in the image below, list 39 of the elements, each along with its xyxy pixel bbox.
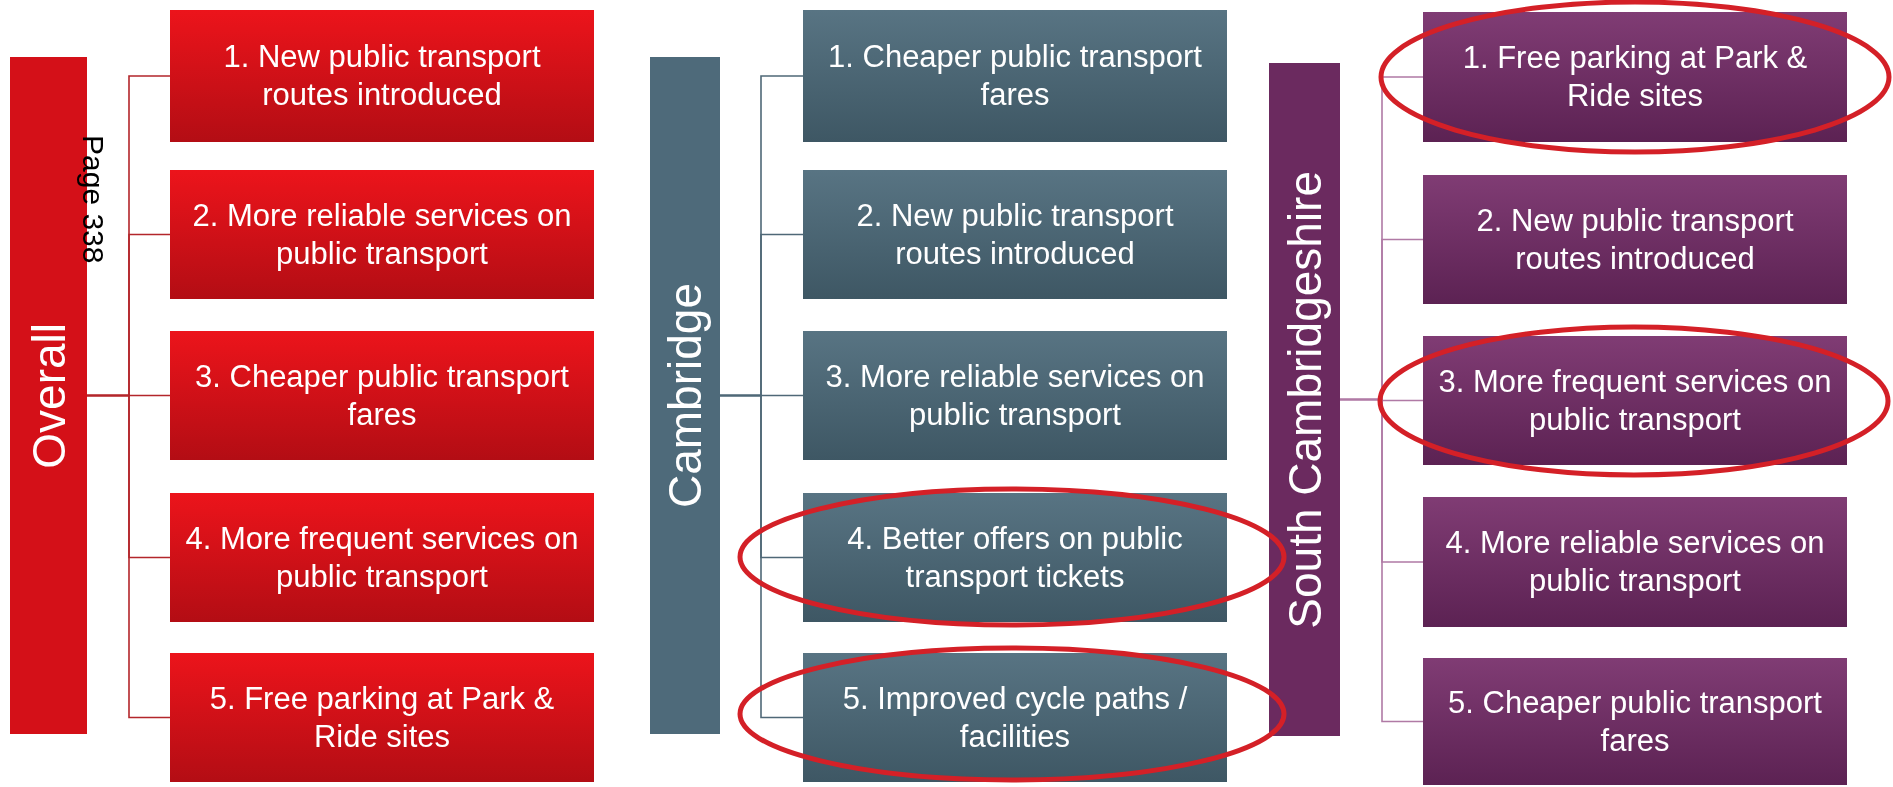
ranked-item-box <box>1423 12 1847 142</box>
ranked-item-box <box>170 10 594 142</box>
category-label: South Cambridgeshire <box>1277 170 1332 629</box>
category-label: Overall <box>21 322 76 469</box>
item-label: 5. Improved cycle paths / facilities <box>841 679 1189 756</box>
ranked-item-box <box>170 170 594 299</box>
page-number: Page 338 <box>76 135 110 264</box>
ranked-item-box <box>170 331 594 460</box>
connector-line <box>86 394 171 719</box>
ranked-item-box <box>803 170 1227 299</box>
item-label: 2. New public transport routes introduced <box>1475 201 1795 278</box>
item-label: 2. More reliable services on public transport <box>191 196 573 273</box>
item-label: 2. New public transport routes introduced <box>855 196 1175 273</box>
ranked-item-box <box>803 493 1227 622</box>
ranked-item-box <box>170 493 594 622</box>
ranked-item-box <box>170 653 594 782</box>
item-label: 3. More reliable services on public transport <box>824 357 1206 434</box>
ranked-item-box <box>803 653 1227 782</box>
connector-line <box>719 394 804 719</box>
ranked-item-box <box>803 331 1227 460</box>
category-bar <box>650 57 720 734</box>
ranked-item-box <box>1423 336 1847 465</box>
item-label: 4. More reliable services on public transport <box>1444 524 1826 600</box>
item-label: 4. Better offers on public transport tickets <box>846 519 1184 596</box>
ranked-item-box <box>803 10 1227 142</box>
item-label: 3. More frequent services on public transport <box>1437 362 1833 439</box>
item-label: 3. Cheaper public transport fares <box>194 357 570 434</box>
item-label: 5. Free parking at Park & Ride sites <box>208 679 556 756</box>
category-bar <box>1269 63 1340 736</box>
item-label: 4. More frequent services on public transport <box>184 519 580 596</box>
item-label: 1. Cheaper public transport fares <box>827 38 1203 114</box>
category-label: Cambridge <box>658 283 712 508</box>
connector-line <box>1339 398 1424 723</box>
item-label: 1. Free parking at Park & Ride sites <box>1461 39 1809 115</box>
item-label: 5. Cheaper public transport fares <box>1447 683 1823 760</box>
ranked-item-box <box>1423 175 1847 304</box>
item-label: 1. New public transport routes introduced <box>222 38 542 114</box>
ranked-item-box <box>1423 497 1847 627</box>
ranked-item-box <box>1423 658 1847 785</box>
